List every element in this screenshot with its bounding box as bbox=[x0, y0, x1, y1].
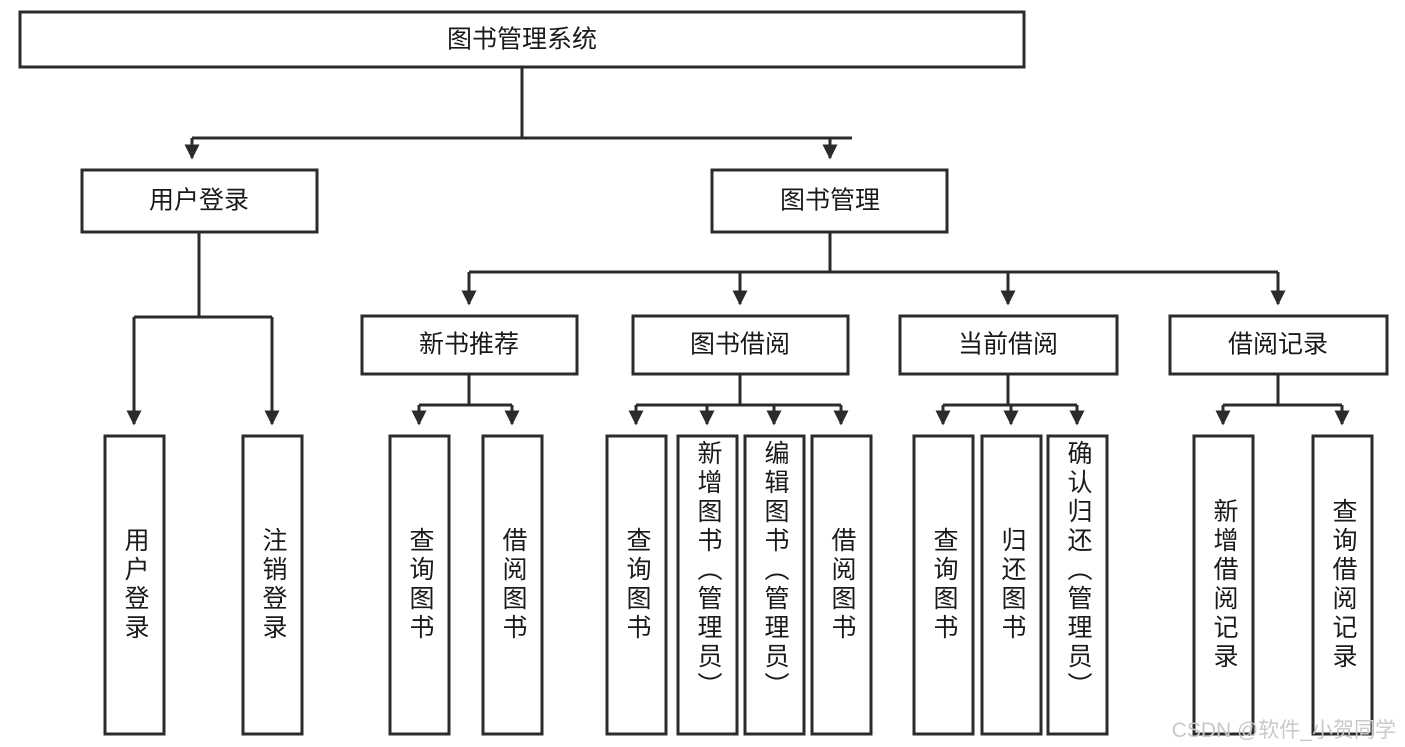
node-leaf-query-borrow-record-text-area: 查询借阅记录 bbox=[1329, 498, 1357, 672]
node-leaf-query-book-new-box[interactable] bbox=[388, 434, 451, 736]
node-new-book-recommend-label: 新书推荐 bbox=[419, 331, 519, 359]
node-leaf-query-book-new[interactable]: 查询图书 bbox=[388, 434, 451, 736]
node-book-management-box[interactable] bbox=[710, 168, 949, 234]
edge-borrow-record-to-leaves bbox=[1215, 374, 1350, 426]
node-leaf-user-login-box[interactable] bbox=[103, 434, 166, 736]
node-leaf-add-book-admin-text-area: 新增图书（管理员） bbox=[694, 440, 722, 701]
node-root-label: 图书管理系统 bbox=[447, 26, 597, 54]
node-leaf-query-book-borrow-box[interactable] bbox=[605, 434, 668, 736]
node-current-borrow-label: 当前借阅 bbox=[958, 331, 1058, 359]
node-leaf-borrow-book-new-box[interactable] bbox=[481, 434, 544, 736]
node-leaf-add-borrow-record-label: 新增借阅记录 bbox=[1210, 498, 1238, 672]
node-book-management-label: 图书管理 bbox=[780, 187, 880, 215]
node-book-management[interactable]: 图书管理 bbox=[710, 168, 949, 234]
node-current-borrow-box[interactable] bbox=[898, 314, 1119, 376]
edge-user-login-to-leaves bbox=[126, 232, 280, 426]
node-leaf-query-book-current-label: 查询图书 bbox=[930, 527, 958, 643]
node-leaf-logout-box[interactable] bbox=[241, 434, 304, 736]
node-leaf-edit-book-admin-label: 编辑图书（管理员） bbox=[761, 440, 789, 701]
node-leaf-logout-text-area: 注销登录 bbox=[259, 527, 287, 643]
node-leaf-logout[interactable]: 注销登录 bbox=[241, 434, 304, 736]
node-leaf-return-book-text-area: 归还图书 bbox=[998, 527, 1026, 643]
node-leaf-query-book-borrow-label: 查询图书 bbox=[623, 527, 651, 643]
node-user-login-label: 用户登录 bbox=[149, 187, 249, 215]
node-root[interactable]: 图书管理系统 bbox=[18, 10, 1026, 69]
leaf-nodes-group: 用户登录 注销登录 查询图书 借阅图书 bbox=[103, 434, 1374, 736]
node-leaf-query-borrow-record[interactable]: 查询借阅记录 bbox=[1311, 434, 1374, 736]
node-leaf-add-borrow-record-box[interactable] bbox=[1192, 434, 1255, 736]
node-leaf-user-login-text-area: 用户登录 bbox=[121, 527, 149, 643]
node-leaf-confirm-return-admin-text-area: 确认归还（管理员） bbox=[1064, 440, 1092, 701]
node-user-login[interactable]: 用户登录 bbox=[80, 168, 319, 234]
edge-book-management-to-level2 bbox=[461, 232, 1286, 306]
node-leaf-edit-book-admin-text-area: 编辑图书（管理员） bbox=[761, 440, 789, 701]
node-leaf-add-book-admin-box[interactable] bbox=[676, 434, 739, 736]
node-root-box[interactable] bbox=[18, 10, 1026, 69]
edge-book-borrow-to-leaves bbox=[628, 374, 849, 426]
edge-root-to-level1 bbox=[184, 67, 852, 160]
node-new-book-recommend-box[interactable] bbox=[360, 314, 579, 376]
node-current-borrow[interactable]: 当前借阅 bbox=[898, 314, 1119, 376]
node-new-book-recommend[interactable]: 新书推荐 bbox=[360, 314, 579, 376]
node-leaf-add-borrow-record-text-area: 新增借阅记录 bbox=[1210, 498, 1238, 672]
node-leaf-query-book-new-text-area: 查询图书 bbox=[406, 527, 434, 643]
node-leaf-borrow-book-label: 借阅图书 bbox=[828, 527, 856, 643]
node-leaf-borrow-book-new-label: 借阅图书 bbox=[499, 527, 527, 643]
node-leaf-return-book-box[interactable] bbox=[980, 434, 1043, 736]
node-leaf-add-book-admin[interactable]: 新增图书（管理员） bbox=[676, 434, 739, 736]
edge-new-book-recommend-to-leaves bbox=[411, 374, 520, 426]
node-leaf-query-book-current-text-area: 查询图书 bbox=[930, 527, 958, 643]
node-leaf-confirm-return-admin-box[interactable] bbox=[1046, 434, 1109, 736]
watermark-label: CSDN @软件_小贺同学 bbox=[1172, 719, 1396, 742]
node-leaf-user-login[interactable]: 用户登录 bbox=[103, 434, 166, 736]
node-leaf-add-borrow-record[interactable]: 新增借阅记录 bbox=[1192, 434, 1255, 736]
node-leaf-edit-book-admin[interactable]: 编辑图书（管理员） bbox=[743, 434, 806, 736]
node-leaf-confirm-return-admin[interactable]: 确认归还（管理员） bbox=[1046, 434, 1109, 736]
node-leaf-query-book-current[interactable]: 查询图书 bbox=[912, 434, 975, 736]
node-leaf-return-book-label: 归还图书 bbox=[998, 527, 1026, 643]
node-borrow-record[interactable]: 借阅记录 bbox=[1168, 314, 1389, 376]
node-leaf-borrow-book-box[interactable] bbox=[810, 434, 873, 736]
node-leaf-add-book-admin-label: 新增图书（管理员） bbox=[694, 440, 722, 701]
node-leaf-query-borrow-record-box[interactable] bbox=[1311, 434, 1374, 736]
node-leaf-return-book[interactable]: 归还图书 bbox=[980, 434, 1043, 736]
node-leaf-borrow-book[interactable]: 借阅图书 bbox=[810, 434, 873, 736]
node-user-login-box[interactable] bbox=[80, 168, 319, 234]
node-leaf-query-book-new-label: 查询图书 bbox=[406, 527, 434, 643]
node-leaf-query-book-borrow[interactable]: 查询图书 bbox=[605, 434, 668, 736]
node-leaf-user-login-label: 用户登录 bbox=[121, 527, 149, 643]
node-leaf-query-book-current-box[interactable] bbox=[912, 434, 975, 736]
node-borrow-record-label: 借阅记录 bbox=[1228, 331, 1328, 359]
node-book-borrow-label: 图书借阅 bbox=[690, 331, 790, 359]
node-leaf-query-borrow-record-label: 查询借阅记录 bbox=[1329, 498, 1357, 672]
node-leaf-query-book-borrow-text-area: 查询图书 bbox=[623, 527, 651, 643]
node-leaf-borrow-book-text-area: 借阅图书 bbox=[828, 527, 856, 643]
edges-group bbox=[126, 67, 1350, 426]
nodes-group: 图书管理系统 用户登录 图书管理 新书推荐 图书借阅 当前借阅 借阅记录 bbox=[18, 10, 1389, 376]
node-leaf-confirm-return-admin-label: 确认归还（管理员） bbox=[1064, 440, 1092, 701]
node-leaf-edit-book-admin-box[interactable] bbox=[743, 434, 806, 736]
node-leaf-logout-label: 注销登录 bbox=[259, 527, 287, 643]
node-leaf-borrow-book-new[interactable]: 借阅图书 bbox=[481, 434, 544, 736]
node-leaf-borrow-book-new-text-area: 借阅图书 bbox=[499, 527, 527, 643]
node-book-borrow-box[interactable] bbox=[631, 314, 850, 376]
edge-current-borrow-to-leaves bbox=[935, 374, 1085, 426]
node-book-borrow[interactable]: 图书借阅 bbox=[631, 314, 850, 376]
node-borrow-record-box[interactable] bbox=[1168, 314, 1389, 376]
